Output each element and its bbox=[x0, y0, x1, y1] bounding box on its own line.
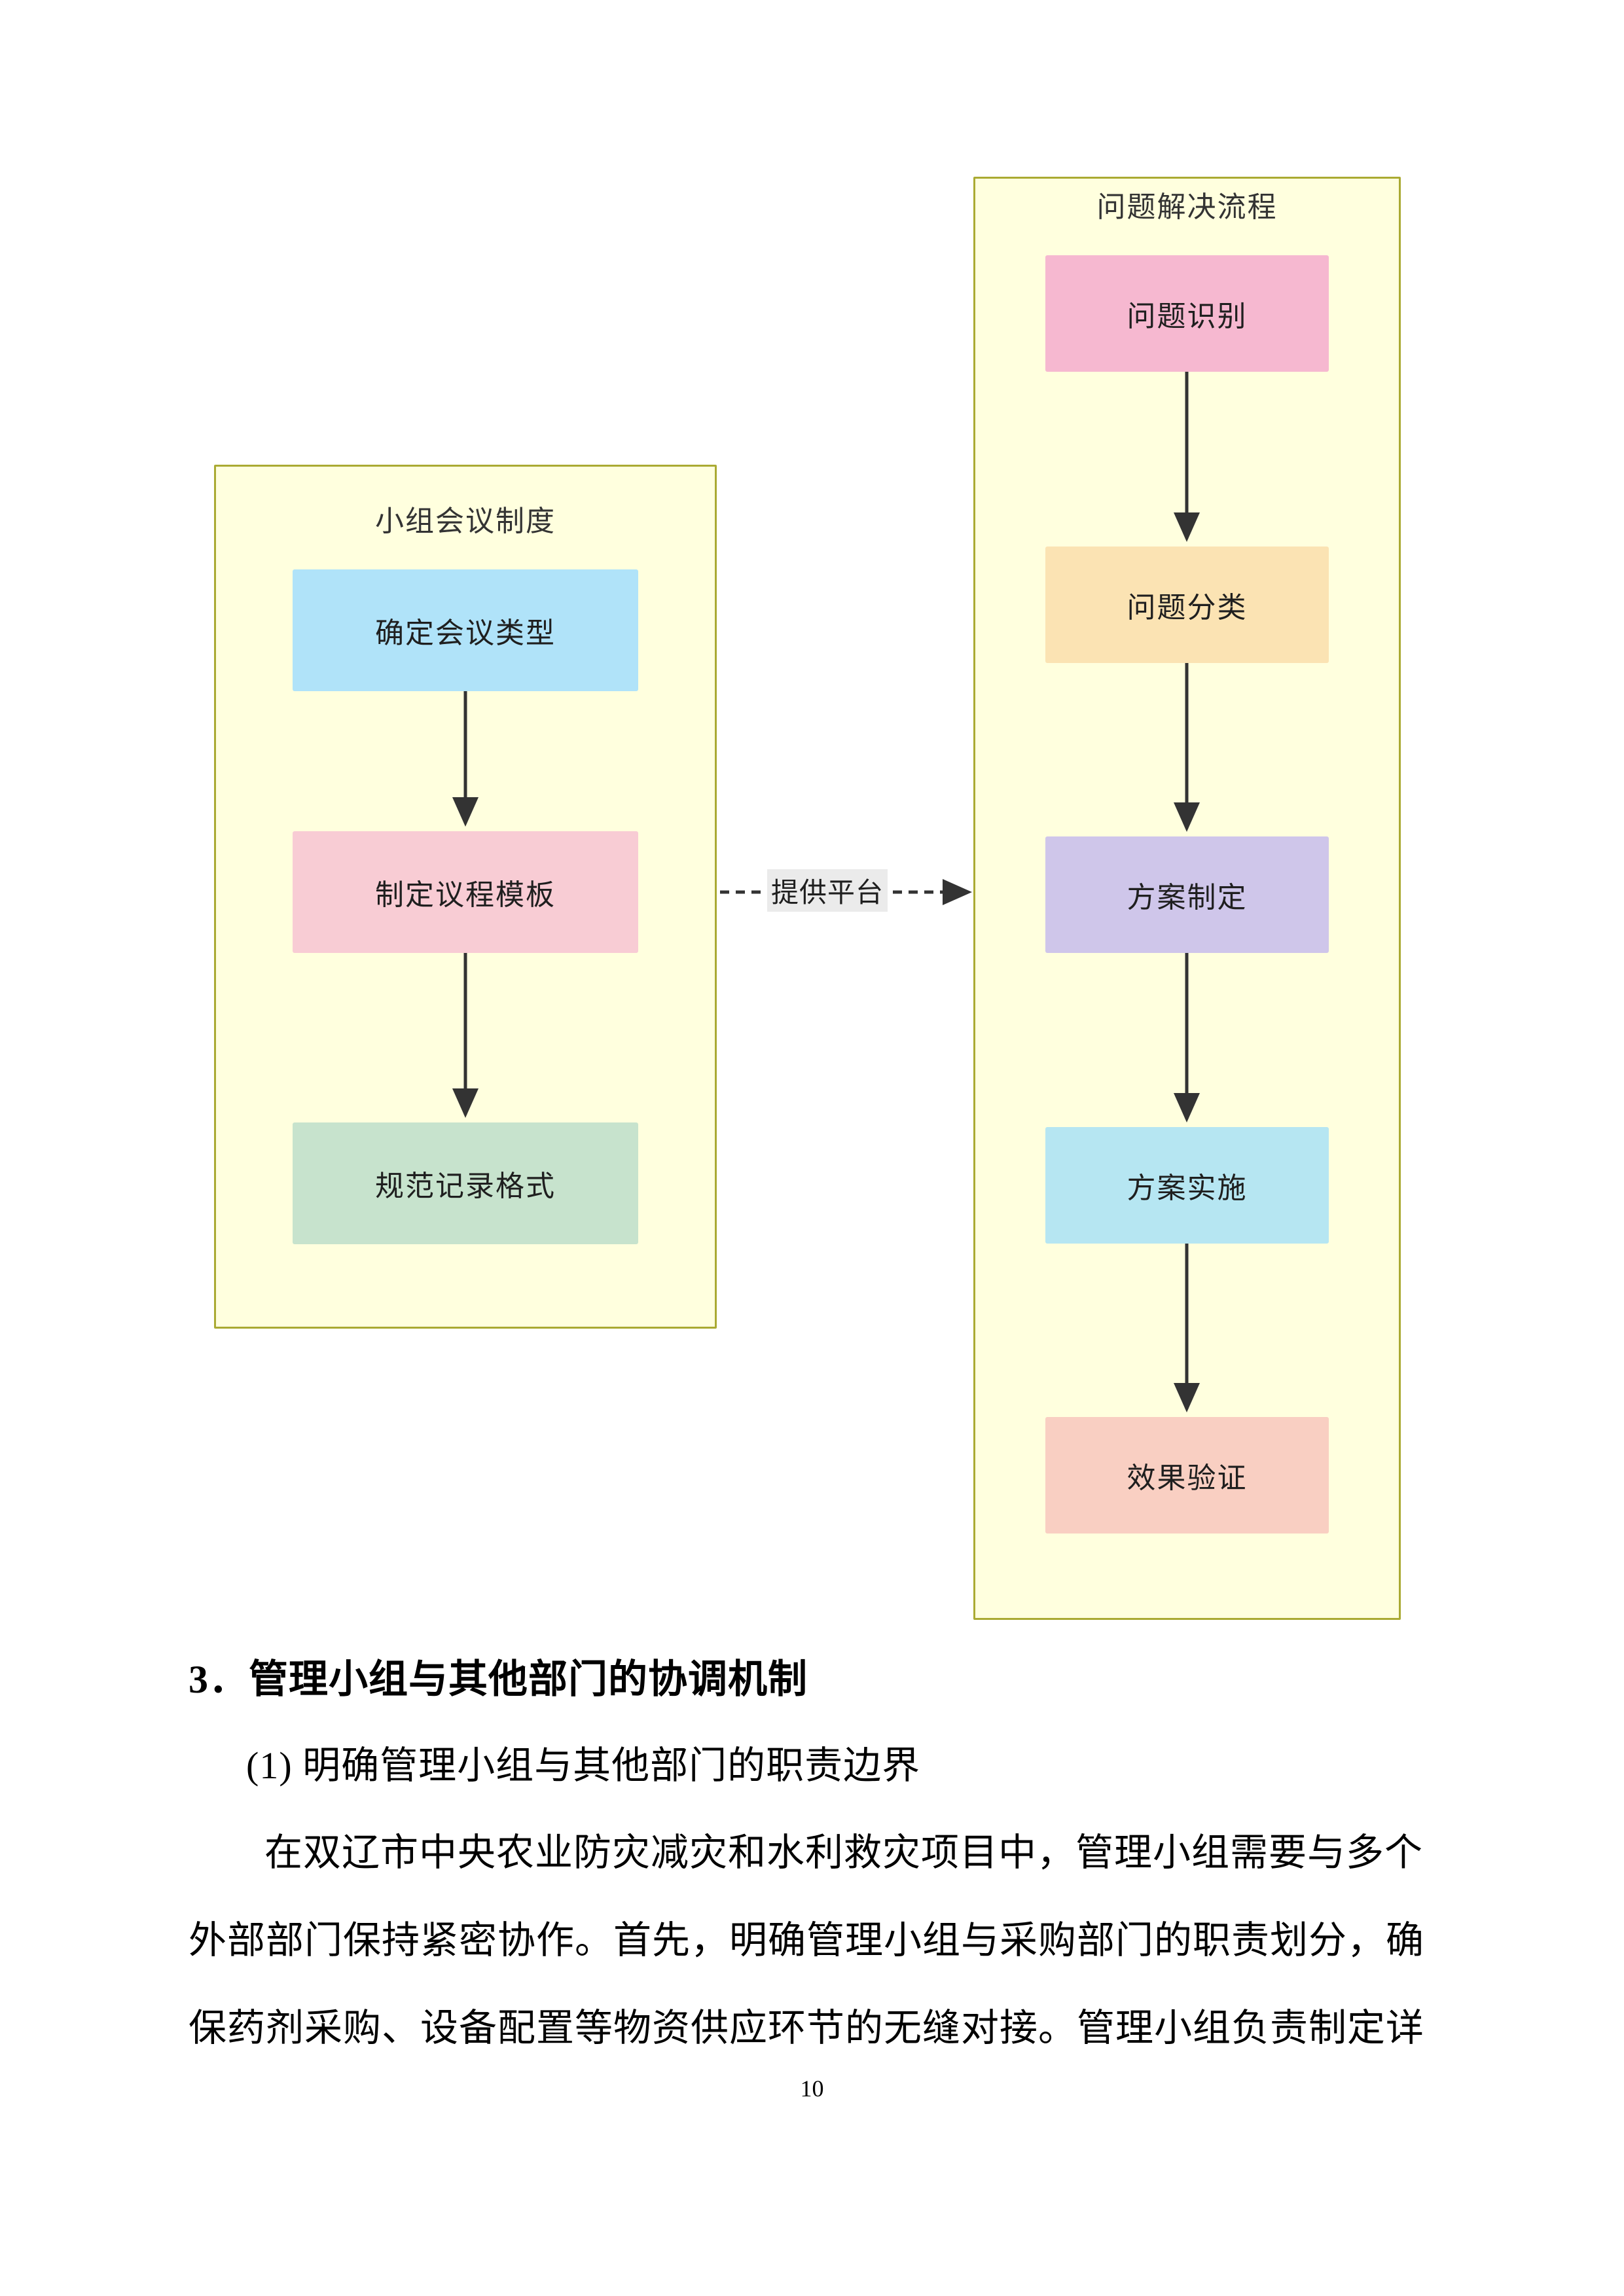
section-subheading: (1) 明确管理小组与其他部门的职责边界 bbox=[246, 1744, 921, 1787]
node-label: 方案实施 bbox=[1127, 1172, 1248, 1204]
node-label: 制定议程模板 bbox=[375, 879, 556, 911]
node-problem-classification: 问题分类 bbox=[1045, 547, 1329, 663]
node-label: 方案制定 bbox=[1127, 882, 1248, 914]
node-determine-meeting-type: 确定会议类型 bbox=[293, 569, 638, 691]
flowchart-diagram: 小组会议制度 确定会议类型 制定议程模板 规范记录格式 问题解决流程 问题识别 … bbox=[214, 177, 1401, 1620]
node-label: 问题分类 bbox=[1127, 592, 1248, 624]
subgraph-problem-resolution-title: 问题解决流程 bbox=[1096, 191, 1278, 223]
node-plan-formulation: 方案制定 bbox=[1045, 836, 1329, 953]
document-body: 3．管理小组与其他部门的协调机制 (1) 明确管理小组与其他部门的职责边界 在双… bbox=[189, 1636, 1452, 2072]
node-standardize-record-format: 规范记录格式 bbox=[293, 1122, 638, 1244]
node-label: 规范记录格式 bbox=[375, 1170, 556, 1202]
node-label: 效果验证 bbox=[1127, 1462, 1248, 1494]
paragraph-line-2: 外部部门保持紧密协作。首先，明确管理小组与采购部门的职责划分，确 bbox=[189, 1919, 1425, 1962]
paragraph-line-1: 在双辽市中央农业防灾减灾和水利救灾项目中，管理小组需要与多个 bbox=[264, 1831, 1424, 1874]
node-problem-identification: 问题识别 bbox=[1045, 255, 1329, 372]
node-label: 确定会议类型 bbox=[375, 617, 556, 649]
subgraph-meeting-system-title: 小组会议制度 bbox=[375, 505, 556, 537]
section-heading: 3．管理小组与其他部门的协调机制 bbox=[189, 1658, 808, 1701]
edge-label-provide-platform: 提供平台 bbox=[767, 869, 888, 912]
node-label: 问题识别 bbox=[1127, 300, 1248, 332]
page-number: 10 bbox=[800, 2075, 824, 2102]
node-plan-implementation: 方案实施 bbox=[1045, 1127, 1329, 1244]
node-effect-verification: 效果验证 bbox=[1045, 1417, 1329, 1534]
paragraph-line-3: 保药剂采购、设备配置等物资供应环节的无缝对接。管理小组负责制定详 bbox=[189, 2007, 1425, 2049]
node-create-agenda-template: 制定议程模板 bbox=[293, 831, 638, 953]
